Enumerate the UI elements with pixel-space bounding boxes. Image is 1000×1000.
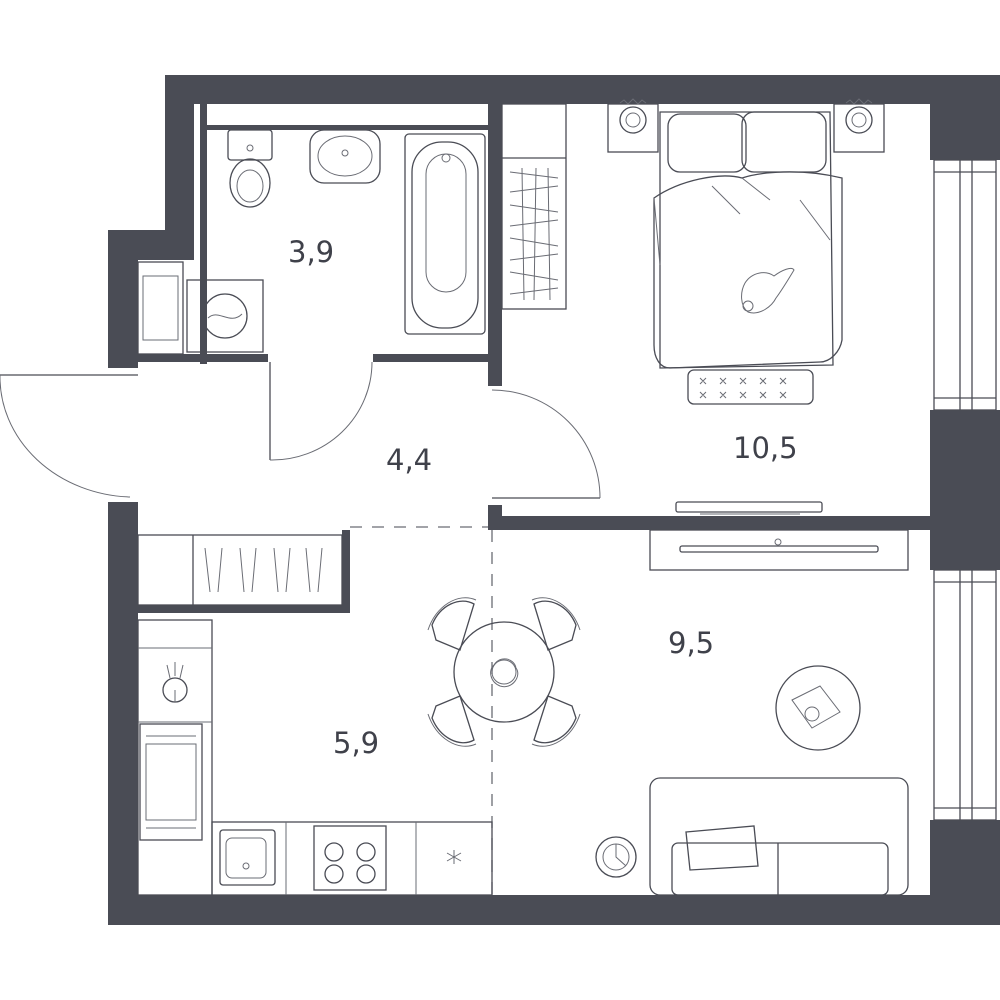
bedroom-door — [491, 389, 601, 499]
asterisk-mark — [446, 850, 462, 864]
boiler — [162, 662, 188, 703]
right-wall-bottom — [930, 820, 1000, 925]
sofa — [649, 777, 909, 896]
living-room-window — [933, 569, 997, 821]
entry-wardrobe — [137, 534, 343, 606]
hallway-area-label: 4,4 — [386, 443, 432, 477]
bath-bottom-wall-right — [373, 354, 488, 362]
bedroom-window — [933, 159, 997, 411]
washing-machine — [186, 279, 264, 353]
closet-right-wall — [342, 530, 350, 613]
bottom-wall — [108, 895, 1000, 925]
walls — [108, 75, 1000, 925]
tv-stand — [649, 529, 909, 571]
hallway-wardrobe-upper — [137, 261, 184, 355]
bedside-rug — [687, 369, 814, 405]
bedroom-tv — [675, 501, 823, 515]
bath-shelf-wall — [205, 125, 488, 130]
bedroom-wardrobe — [501, 103, 567, 310]
entrance-door — [0, 374, 138, 498]
bath-bedroom-partition — [488, 104, 502, 386]
bathroom-door — [269, 361, 373, 461]
bathtub — [404, 133, 486, 335]
top-wall — [165, 75, 1000, 104]
vacuum-robot — [595, 836, 637, 878]
nightstand-left — [607, 98, 659, 153]
hob — [313, 825, 387, 891]
bathroom-area-label: 3,9 — [288, 235, 334, 269]
toilet — [227, 129, 273, 208]
living-room-area-label: 9,5 — [668, 626, 714, 660]
bed — [653, 111, 843, 369]
bedroom-area-label: 10,5 — [733, 431, 798, 465]
kitchen-area-label: 5,9 — [333, 726, 379, 760]
dining-set — [427, 597, 581, 747]
sink — [309, 129, 381, 184]
right-wall-middle — [930, 410, 1000, 570]
bath-left-partition — [200, 104, 207, 364]
right-wall-top — [930, 75, 1000, 160]
nightstand-right — [833, 98, 885, 153]
bath-bottom-wall-left — [138, 354, 268, 362]
coffee-table — [775, 665, 861, 751]
kitchen-counter — [137, 619, 493, 896]
fridge — [139, 723, 203, 841]
left-entry-upper-wall — [108, 230, 138, 368]
closet-bottom-wall — [138, 605, 350, 613]
left-upper-wall — [165, 75, 194, 260]
kitchen-sink — [219, 829, 276, 886]
bedroom-living-partition — [488, 516, 930, 530]
left-lower-wall — [108, 502, 138, 925]
